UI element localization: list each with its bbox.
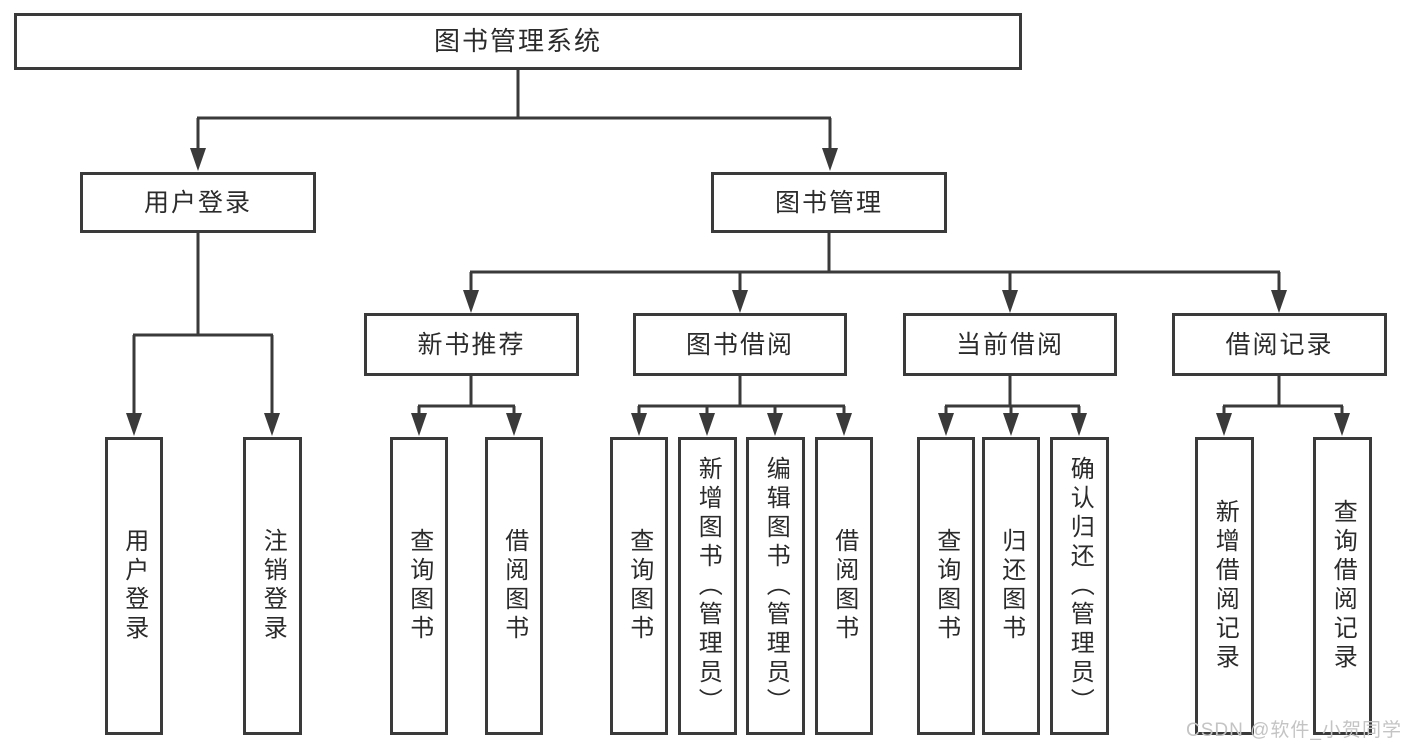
- leaf-logout: 注销登录: [243, 437, 302, 735]
- node-borrowing-records: 借阅记录: [1172, 313, 1387, 376]
- arrowheads: [126, 148, 1350, 436]
- leaf-edit-books-admin: 编辑图书（管理员）: [746, 437, 805, 735]
- node-new-book-recommendation: 新书推荐: [364, 313, 579, 376]
- leaf-query-books-recommend: 查询图书: [390, 437, 448, 735]
- csdn-watermark: CSDN @软件_小贺同学: [1186, 720, 1402, 741]
- node-user-login: 用户登录: [80, 172, 316, 233]
- leaf-borrow-books-recommend: 借阅图书: [485, 437, 543, 735]
- leaf-query-borrow-record: 查询借阅记录: [1313, 437, 1372, 735]
- leaf-add-books-admin: 新增图书（管理员）: [678, 437, 737, 735]
- leaf-user-login: 用户登录: [105, 437, 163, 735]
- leaf-borrow-books-borrowing: 借阅图书: [815, 437, 873, 735]
- leaf-query-books-borrowing: 查询图书: [610, 437, 668, 735]
- leaf-return-books: 归还图书: [982, 437, 1040, 735]
- node-book-management: 图书管理: [711, 172, 947, 233]
- leaf-query-books-current: 查询图书: [917, 437, 975, 735]
- leaf-confirm-return-admin: 确认归还（管理员）: [1050, 437, 1109, 735]
- node-current-borrowing: 当前借阅: [903, 313, 1117, 376]
- leaf-add-borrow-record: 新增借阅记录: [1195, 437, 1254, 735]
- node-library-management-system: 图书管理系统: [14, 13, 1022, 70]
- node-book-borrowing: 图书借阅: [633, 313, 847, 376]
